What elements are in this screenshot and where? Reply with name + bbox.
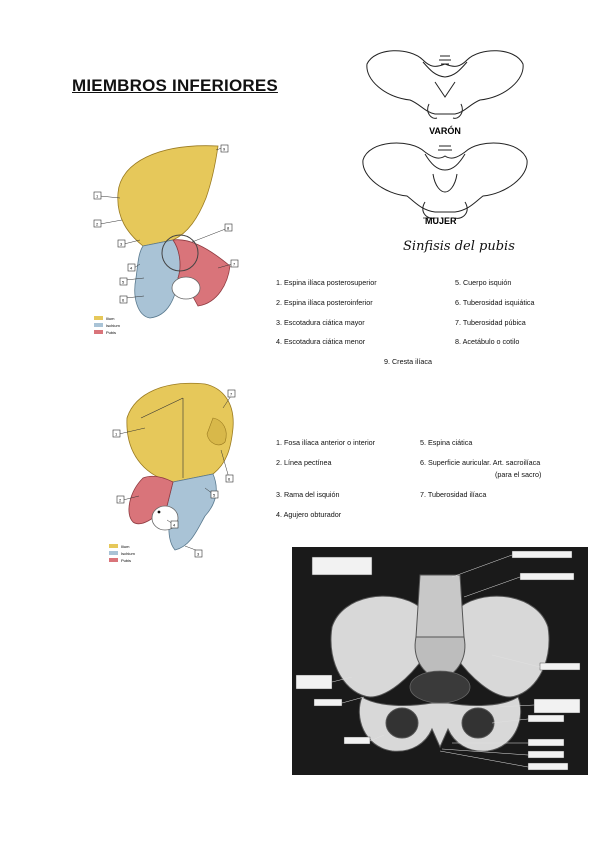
callout-label: 3 — [120, 242, 123, 247]
legend-label: Pubis — [106, 330, 116, 335]
callout-label: 7 — [230, 392, 233, 397]
fig1-item-6: 6. Tuberosidad isquiática — [455, 298, 535, 307]
legend-label: Ischium — [106, 323, 120, 328]
page-title: MIEMBROS INFERIORES — [72, 76, 278, 95]
fig1-item-1: 1. Espina ilíaca posterosuperior — [276, 278, 377, 287]
obturator-foramen-right — [461, 707, 495, 739]
obturator-foramen-left — [385, 707, 419, 739]
fig1-item-3: 3. Escotadura ciática mayor — [276, 318, 365, 327]
legend-label: Ischium — [121, 551, 135, 556]
acetabulum-outline — [161, 234, 199, 272]
female-pelvis-drawing — [362, 142, 528, 219]
female-label: MUJER — [425, 216, 457, 226]
fig1-item-8: 8. Acetábulo o cotilo — [455, 337, 520, 346]
legend-label: Ilium — [121, 544, 130, 549]
fig2-item-5: 5. Espina ciática — [420, 438, 473, 447]
callout-label: 8 — [227, 226, 230, 231]
legend-swatch-pubis — [94, 330, 103, 334]
ischium-region — [134, 239, 181, 319]
legend-swatch-ischium — [109, 551, 118, 555]
fig2-item-4: 4. Agujero obturador — [276, 510, 342, 519]
ilium-region — [126, 382, 234, 483]
pelvic-inlet — [409, 670, 471, 704]
legend-swatch-ilium — [109, 544, 118, 548]
fig1-item-9: 9. Cresta ilíaca — [384, 357, 432, 366]
callout-label: 1 — [115, 432, 118, 437]
fig1-item-7: 7. Tuberosidad púbica — [455, 318, 526, 327]
fig2-item-2: 2. Línea pectínea — [276, 458, 332, 467]
ilium-region — [117, 145, 219, 247]
callout-label: 4 — [173, 523, 176, 528]
pubis-region — [172, 239, 231, 307]
legend-swatch-pubis — [109, 558, 118, 562]
callout-label: 3 — [197, 552, 200, 557]
hip-bone-lateral-illustration: 1 2 3 4 5 6 7 8 9 Ilium Ischium Pubis — [93, 144, 239, 335]
legend-label: Ilium — [106, 316, 115, 321]
callout-label: 6 — [228, 477, 231, 482]
legend-swatch-ilium — [94, 316, 103, 320]
legend-label: Pubis — [121, 558, 131, 563]
auricular-surface — [206, 417, 227, 446]
fig2-item-3: 3. Rama del isquión — [276, 490, 340, 499]
legend-swatch-ischium — [94, 323, 103, 327]
fig1-item-5: 5. Cuerpo isquión — [455, 278, 512, 287]
fig1-item-2: 2. Espina ilíaca posteroinferior — [276, 298, 373, 307]
male-pelvis-drawing — [366, 50, 524, 119]
plate-leader-lines — [331, 554, 541, 768]
plate-label-boxes — [295, 550, 581, 771]
pelvis-comparison-sketch: VARÓN MUJER Sinfisis del pubis — [362, 50, 528, 254]
callout-label: 7 — [233, 262, 236, 267]
pelvis-bones — [330, 574, 550, 752]
callout-label: 2 — [96, 222, 99, 227]
fig2-item-7: 7. Tuberosidad ilíaca — [420, 490, 487, 499]
plate-title-box — [311, 556, 373, 576]
callout-label: 1 — [96, 194, 99, 199]
handwritten-note: Sinfisis del pubis — [403, 239, 515, 254]
pubis-region — [128, 475, 174, 525]
callout-label: 5 — [213, 493, 216, 498]
obturator-foramen — [171, 276, 201, 300]
hip-bone-medial-illustration: 1 2 3 4 5 6 7 Ilium Ischium Pubis — [109, 382, 236, 563]
male-label: VARÓN — [429, 125, 461, 136]
fig2-item-1: 1. Fosa ilíaca anterior o interior — [276, 438, 376, 447]
fig2-item-6: 6. Superficie auricular. Art. sacroilíac… — [420, 458, 541, 467]
fig2-item-6-sub: (para el sacro) — [495, 470, 542, 479]
fig1-item-4: 4. Escotadura ciática menor — [276, 337, 366, 346]
callout-label: 5 — [122, 280, 125, 285]
callout-label: 2 — [119, 498, 122, 503]
callout-label: 9 — [223, 147, 226, 152]
pelvis-anatomy-plate — [292, 547, 588, 775]
callout-label: 4 — [130, 266, 133, 271]
callout-label: 6 — [122, 298, 125, 303]
